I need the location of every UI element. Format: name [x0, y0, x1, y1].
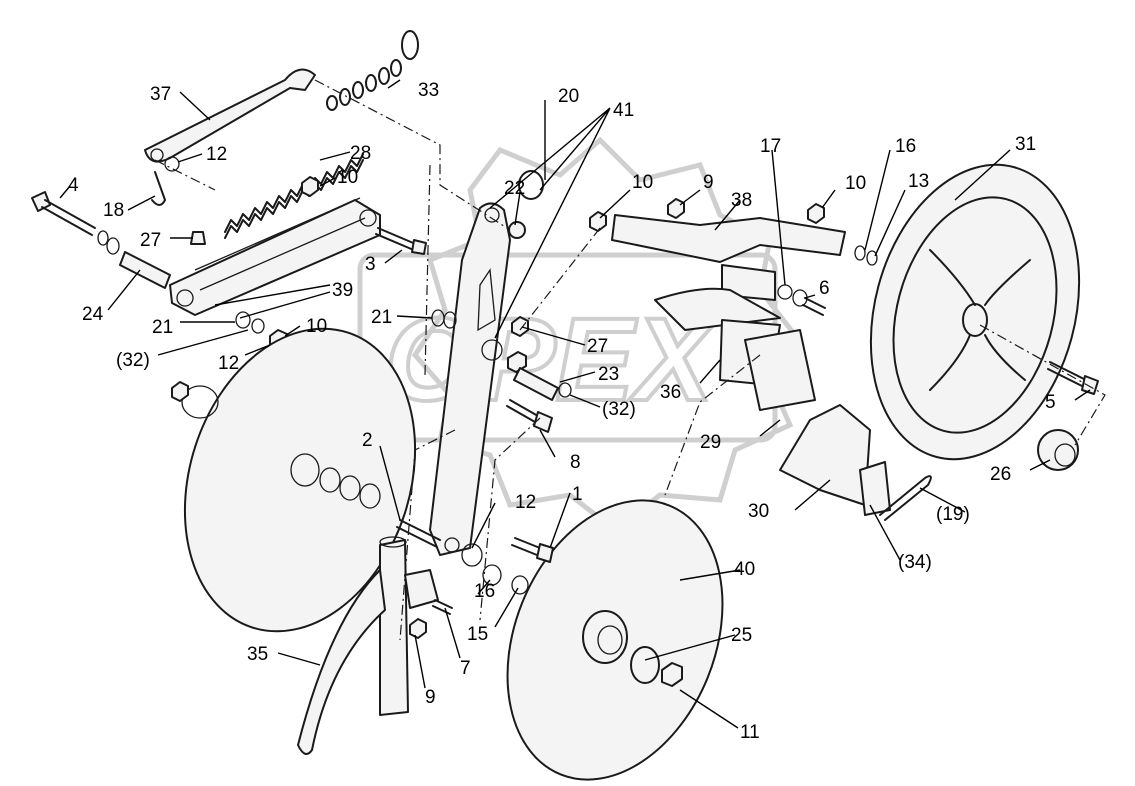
label-5: 5	[1045, 392, 1056, 413]
label-24: 24	[82, 304, 104, 325]
label-18: 18	[103, 200, 124, 221]
label-29: 29	[700, 432, 721, 453]
label-11: 11	[740, 722, 760, 743]
label-12-bottom: 12	[515, 492, 536, 513]
part-33-chain	[326, 30, 419, 111]
label-32-left: (32)	[116, 350, 150, 371]
label-21-left: 21	[152, 317, 173, 338]
label-21-center: 21	[371, 307, 392, 328]
label-22: 22	[504, 178, 525, 199]
center-hardware	[431, 309, 572, 433]
label-10-right: 10	[845, 173, 866, 194]
watermark-logo: OPEX	[357, 136, 798, 534]
label-32-center: (32)	[602, 399, 636, 420]
label-3: 3	[365, 254, 376, 275]
label-36: 36	[660, 382, 681, 403]
part-4-bolt	[31, 191, 96, 236]
label-9-bottom: 9	[425, 687, 436, 708]
label-8: 8	[570, 452, 581, 473]
label-25: 25	[731, 625, 752, 646]
part-19-pin	[879, 475, 932, 521]
part-2-left-disc	[171, 327, 417, 633]
label-16-bottom: 16	[474, 581, 495, 602]
label-13: 13	[908, 171, 929, 192]
part-3-bolt	[375, 227, 427, 255]
label-19: (19)	[936, 504, 970, 525]
label-37: 37	[150, 84, 171, 105]
part-30-plate	[779, 404, 891, 516]
label-28: 28	[350, 143, 371, 164]
label-15: 15	[467, 624, 488, 645]
label-2: 2	[362, 430, 373, 451]
part-6-bolt	[777, 284, 826, 316]
part-20-22-ring	[508, 170, 544, 239]
label-38: 38	[731, 190, 752, 211]
part-5-bolt	[1047, 361, 1099, 395]
label-39: 39	[332, 280, 353, 301]
label-9-top: 9	[703, 172, 714, 193]
label-41: 41	[613, 100, 634, 121]
label-34: (34)	[898, 552, 932, 573]
label-33: 33	[418, 80, 439, 101]
label-35: 35	[247, 644, 268, 665]
part-24-tube	[97, 230, 171, 289]
assembly-lines	[154, 79, 1106, 641]
leader-lines	[59, 79, 1091, 729]
label-10-left: 10	[306, 316, 327, 337]
part-29-plate	[744, 329, 816, 411]
label-6: 6	[819, 278, 830, 299]
label-10-mid: 10	[632, 172, 653, 193]
label-7: 7	[460, 658, 471, 679]
watermark-text: OPEX	[385, 294, 719, 426]
part-40-right-disc	[506, 499, 724, 781]
label-17: 17	[760, 136, 781, 157]
label-4: 4	[68, 175, 79, 196]
part-28-spring	[224, 153, 364, 239]
label-27-center: 27	[587, 336, 608, 357]
label-26: 26	[990, 464, 1011, 485]
label-10-top: 10	[337, 167, 358, 188]
part-26-hubcap	[1037, 429, 1079, 471]
label-27-left: 27	[140, 230, 161, 251]
label-20: 20	[558, 86, 579, 107]
part-31-wheel	[869, 163, 1081, 461]
label-40: 40	[734, 559, 755, 580]
part-labels: 37 33 12 28 4 18 10 27 3 24 39 21 10 (32…	[68, 80, 1056, 743]
label-12-left: 12	[218, 353, 239, 374]
part-1-bolt	[396, 519, 554, 595]
label-30: 30	[748, 501, 769, 522]
label-1: 1	[572, 484, 583, 505]
label-12-top: 12	[206, 144, 227, 165]
label-31: 31	[1015, 134, 1036, 155]
label-23: 23	[598, 364, 619, 385]
part-35-shank	[297, 536, 453, 755]
label-16-top: 16	[895, 136, 916, 157]
